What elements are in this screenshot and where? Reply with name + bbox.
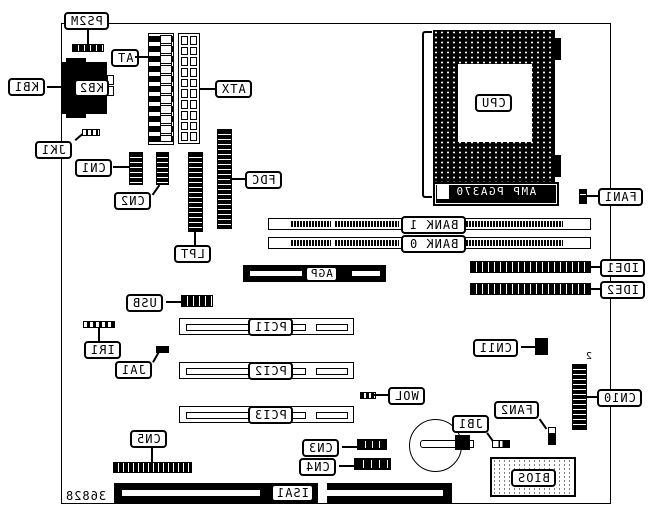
- label-agp: AGP: [305, 266, 338, 282]
- cpu-socket-clip: [555, 38, 561, 60]
- leader-line: [339, 465, 354, 467]
- leader-line: [342, 446, 357, 448]
- leader-line: [521, 346, 535, 348]
- leader-line: [589, 288, 600, 290]
- leader-line: [585, 396, 597, 398]
- leader-line: [586, 195, 598, 197]
- label-bios: BIOS: [511, 469, 556, 487]
- label-ir1: IR1: [84, 341, 121, 359]
- leader-line: [230, 178, 245, 180]
- label-lpt: LPT: [174, 245, 211, 263]
- socket-brand-strip: [433, 182, 559, 206]
- label-kb1: KB1: [8, 78, 45, 96]
- leader-line: [47, 86, 61, 88]
- atx-power-connector: [178, 33, 200, 144]
- socket-brand-text: AMP PGA370: [455, 185, 537, 198]
- label-pci3: PCI3: [248, 406, 293, 424]
- label-isa1: ISA1: [271, 484, 314, 502]
- cn1-header: [129, 152, 143, 185]
- label-kb2: KB2: [74, 79, 109, 97]
- ps2m-header: [72, 44, 104, 52]
- label-cpu: CPU: [475, 94, 512, 112]
- at-power-connector-pins: [160, 35, 172, 141]
- battery-holder-block: [455, 435, 470, 450]
- leader-line: [166, 301, 181, 303]
- isa-slot-right: [327, 483, 452, 503]
- leader-line: [200, 88, 215, 90]
- jk1-jumper: [82, 129, 100, 136]
- usb-header: [181, 295, 213, 307]
- label-pci1: PCI1: [248, 318, 293, 336]
- cn11-header: [535, 338, 548, 355]
- label-ps2m: PS2M: [64, 12, 109, 30]
- leader-line: [194, 230, 196, 248]
- label-ide2: IDE2: [600, 281, 645, 299]
- label-wol: WOL: [388, 387, 425, 405]
- ja1-jumper: [156, 346, 169, 353]
- label-jb1: JB1: [452, 415, 489, 433]
- ide2-header: [470, 283, 591, 295]
- cn5-header: [113, 462, 192, 473]
- label-pci2: PCI2: [248, 362, 293, 380]
- jb1-jumper: [492, 440, 510, 448]
- label-cn5: CN5: [130, 430, 167, 448]
- label-fdc: FDC: [245, 171, 282, 189]
- label-fan1: FAN1: [598, 188, 643, 206]
- label-cn10: CN10: [597, 389, 642, 407]
- leader-line: [374, 394, 388, 396]
- label-ja1: JA1: [115, 361, 152, 379]
- cpu-socket-clip: [555, 155, 561, 177]
- label-cn1: CN1: [75, 159, 112, 177]
- leader-line: [589, 266, 600, 268]
- leader-line: [87, 30, 89, 44]
- lpt-header: [188, 152, 203, 232]
- label-cn4: CN4: [299, 458, 336, 476]
- leader-line: [98, 327, 100, 342]
- label-bank1: BANK 1: [401, 216, 467, 234]
- cn3-header: [357, 439, 387, 450]
- fan2-header: [548, 427, 556, 445]
- label-cn3: CN3: [302, 439, 339, 457]
- label-usb: USB: [126, 294, 163, 312]
- cpu-socket-lever: [422, 31, 432, 198]
- cn10-pin-marker: 2: [586, 351, 593, 362]
- label-at: AT: [111, 49, 140, 67]
- label-cn11: CN11: [473, 339, 518, 357]
- leader-line: [151, 448, 153, 462]
- figure-number: 36828: [65, 489, 107, 503]
- battery-holder-clip: [420, 440, 474, 448]
- agp-slot-opening: [352, 271, 380, 276]
- cn4-header: [354, 458, 391, 470]
- leader-line: [113, 166, 129, 168]
- label-ide1: IDE1: [600, 259, 645, 277]
- bios-chip: [490, 457, 576, 497]
- socket-brand-logo: [437, 185, 449, 199]
- label-jk1: JK1: [35, 141, 72, 159]
- label-fan2: FAN2: [494, 401, 539, 419]
- label-cn2: CN2: [114, 192, 151, 210]
- agp-slot-opening: [250, 271, 302, 276]
- cn2-header: [156, 152, 169, 185]
- label-atx: ATX: [215, 80, 252, 98]
- ide1-header: [470, 261, 591, 273]
- leader-line: [135, 56, 148, 58]
- label-bank0: BANK 0: [401, 235, 467, 253]
